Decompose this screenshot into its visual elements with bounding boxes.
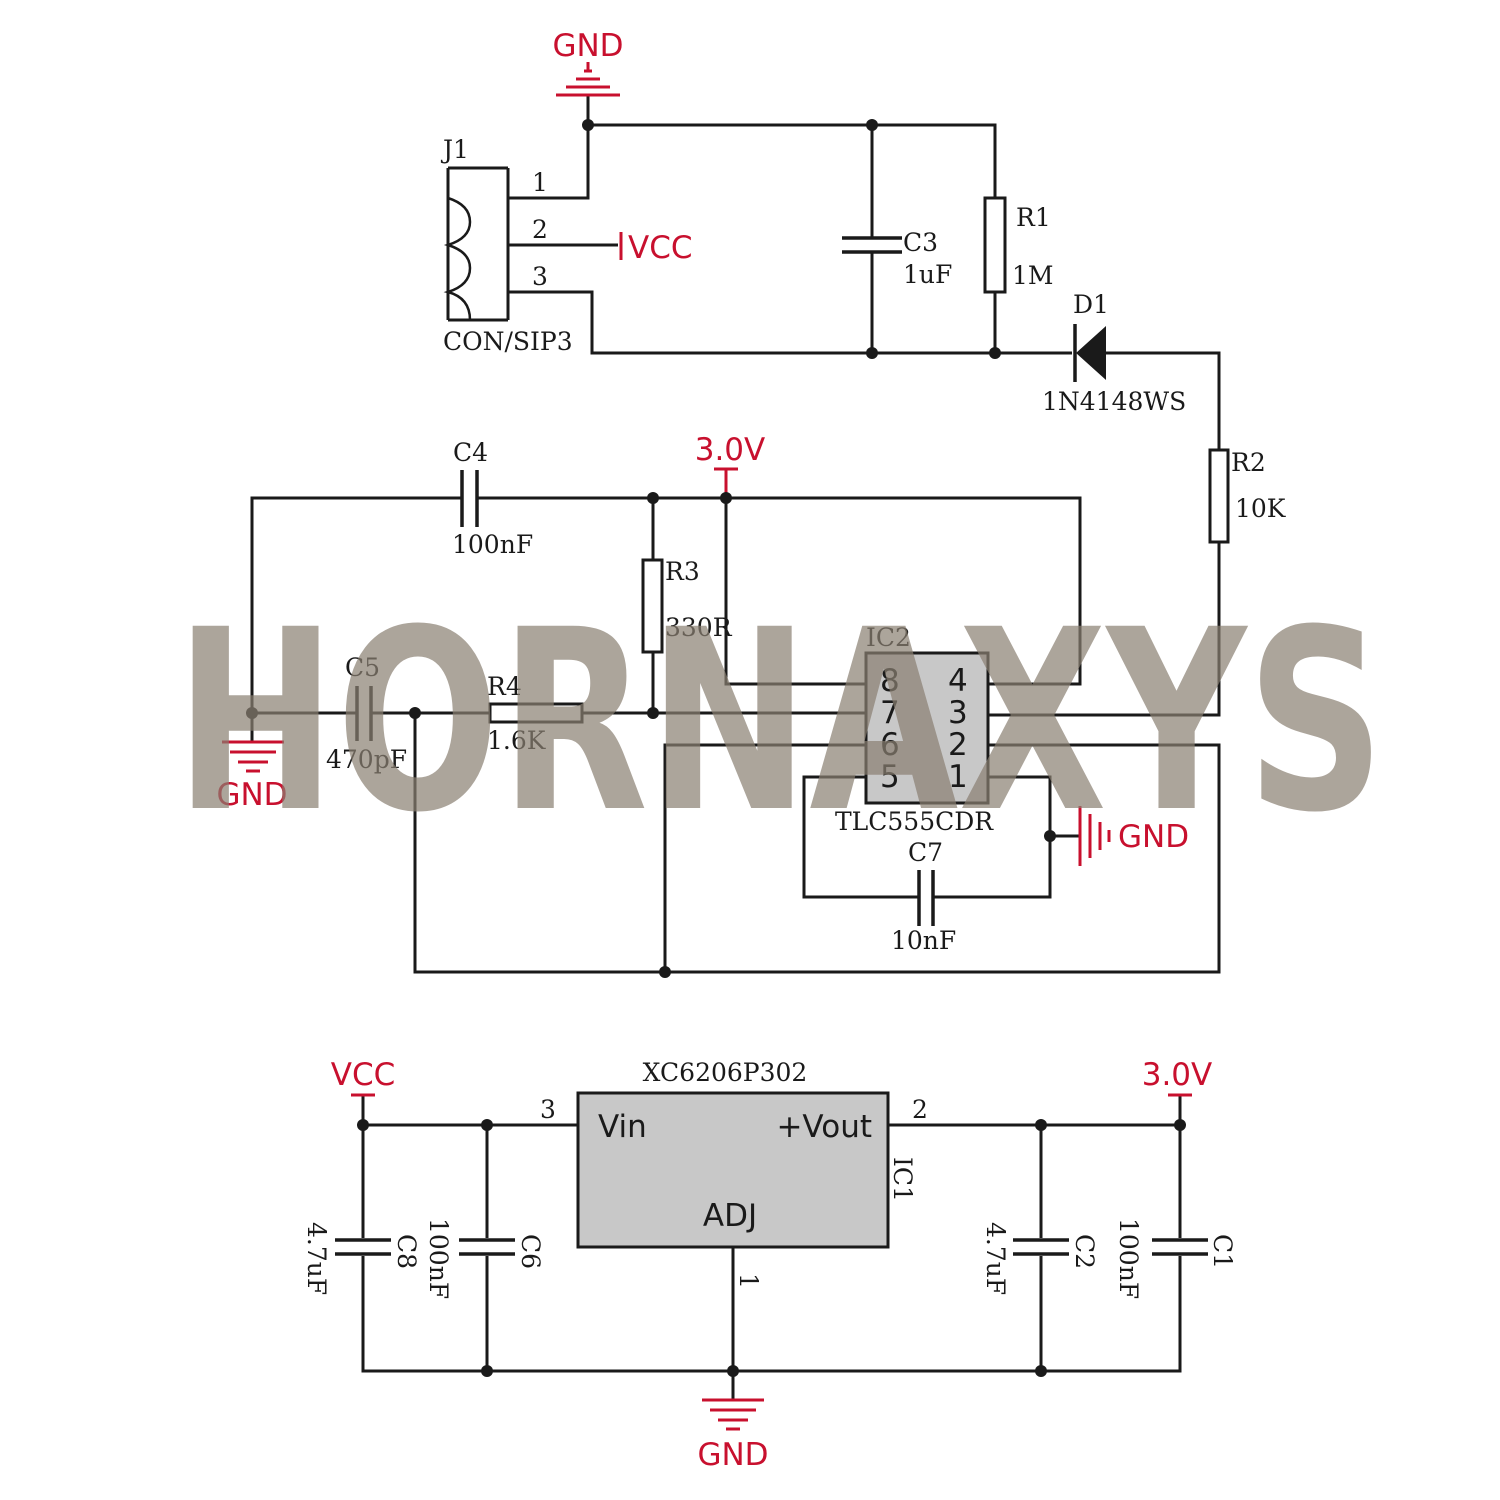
c5-value: 470pF — [326, 745, 407, 774]
c4-value: 100nF — [452, 530, 533, 559]
capacitor-c6: C6 100nF — [424, 1218, 545, 1299]
connector-j1: J1 1 2 3 CON/SIP3 — [440, 135, 573, 356]
c8-ref: C8 — [392, 1234, 421, 1269]
j1-pin-3: 3 — [532, 262, 548, 291]
c7-ref: C7 — [908, 838, 943, 867]
ic1-vin-label: Vin — [598, 1109, 647, 1145]
gnd-label-top: GND — [552, 28, 623, 64]
gnd-label-right: GND — [1118, 819, 1189, 855]
ic1-pin-1: 1 — [734, 1273, 763, 1289]
ic2-pin-1: 1 — [948, 759, 968, 795]
gnd-symbol-left: GND — [216, 740, 288, 813]
regulator-wiring — [361, 1095, 1182, 1400]
c3-value: 1uF — [903, 260, 952, 289]
capacitor-c3: C3 1uF — [842, 228, 952, 289]
ic2-pin-3: 3 — [948, 695, 968, 731]
r1-ref: R1 — [1016, 203, 1051, 232]
capacitor-c5: C5 470pF — [326, 653, 407, 774]
ic2-pin-4: 4 — [948, 663, 968, 699]
capacitor-c7: C7 10nF — [891, 838, 956, 955]
c6-value: 100nF — [424, 1218, 453, 1299]
j1-pin-2: 2 — [532, 215, 548, 244]
c2-value: 4.7uF — [981, 1222, 1010, 1295]
c5-ref: C5 — [345, 653, 380, 682]
ic1-vout-label: +Vout — [776, 1109, 872, 1145]
ic2-pin-7: 7 — [880, 695, 900, 731]
j1-pin-1: 1 — [532, 168, 548, 197]
watermark: HORNAXYS — [175, 576, 1385, 867]
r3-ref: R3 — [665, 557, 700, 586]
ic2-pin-6: 6 — [880, 727, 900, 763]
r1-value: 1M — [1012, 261, 1054, 290]
j1-part: CON/SIP3 — [443, 327, 573, 356]
ic-xc6206: XC6206P302 Vin +Vout ADJ 3 2 1 IC1 — [540, 1058, 928, 1289]
r4-ref: R4 — [487, 672, 522, 701]
c8-value: 4.7uF — [302, 1222, 331, 1295]
d1-ref: D1 — [1073, 290, 1109, 319]
gnd-symbol-right: GND — [1078, 806, 1189, 866]
c1-value: 100nF — [1114, 1218, 1143, 1299]
j1-ref: J1 — [440, 135, 469, 164]
c2-ref: C2 — [1070, 1234, 1099, 1269]
vcc-port-j1: VCC — [619, 230, 693, 266]
diode-d1: D1 1N4148WS — [1042, 290, 1186, 416]
ic2-pin-2: 2 — [948, 727, 968, 763]
v3-port-regulator: 3.0V — [1142, 1057, 1213, 1097]
capacitor-c2: C2 4.7uF — [981, 1222, 1099, 1295]
gnd-label-bottom: GND — [697, 1437, 768, 1473]
v3-label-timer: 3.0V — [695, 432, 766, 468]
timer-wiring — [250, 496, 1221, 974]
capacitor-c1: C1 100nF — [1114, 1218, 1237, 1299]
ic2-pin-5: 5 — [880, 759, 900, 795]
vcc-label-j1: VCC — [628, 230, 693, 266]
ic1-part: XC6206P302 — [643, 1058, 808, 1087]
v3-label-regulator: 3.0V — [1142, 1057, 1213, 1093]
c4-ref: C4 — [453, 438, 488, 467]
top-wiring — [508, 95, 1221, 717]
c6-ref: C6 — [516, 1234, 545, 1269]
r2-value: 10K — [1235, 494, 1287, 523]
ic1-adj-label: ADJ — [703, 1198, 757, 1234]
ic1-pin-2: 2 — [912, 1095, 928, 1124]
ic2-ref: IC2 — [866, 623, 911, 652]
resistor-r2: R2 10K — [1208, 448, 1287, 544]
ic1-ref: IC1 — [888, 1157, 917, 1202]
ic1-pin-3: 3 — [540, 1095, 556, 1124]
capacitor-c4: C4 100nF — [452, 438, 533, 559]
c7-value: 10nF — [891, 926, 956, 955]
ic-tlc555: IC2 8 7 6 5 4 3 2 1 TLC555CDR — [835, 623, 994, 836]
vcc-label-regulator: VCC — [331, 1057, 396, 1093]
r4-value: 1.6K — [487, 726, 547, 755]
resistor-r4: R4 1.6K — [487, 672, 584, 755]
gnd-label-left: GND — [216, 777, 287, 813]
gnd-symbol-bottom: GND — [697, 1398, 769, 1473]
gnd-symbol-top: GND — [552, 28, 624, 97]
ic2-part: TLC555CDR — [835, 807, 994, 836]
d1-value: 1N4148WS — [1042, 387, 1186, 416]
junction-dots — [246, 119, 1186, 1377]
c1-ref: C1 — [1208, 1234, 1237, 1269]
c3-ref: C3 — [903, 228, 938, 257]
resistor-r1: R1 1M — [983, 196, 1054, 294]
r2-ref: R2 — [1231, 448, 1266, 477]
r3-value: 330R — [665, 613, 733, 642]
ic2-pin-8: 8 — [880, 663, 900, 699]
vcc-port-regulator: VCC — [331, 1057, 396, 1097]
resistor-r3: R3 330R — [641, 557, 733, 654]
v3-port-timer: 3.0V — [695, 432, 766, 498]
capacitor-c8: C8 4.7uF — [302, 1222, 421, 1295]
